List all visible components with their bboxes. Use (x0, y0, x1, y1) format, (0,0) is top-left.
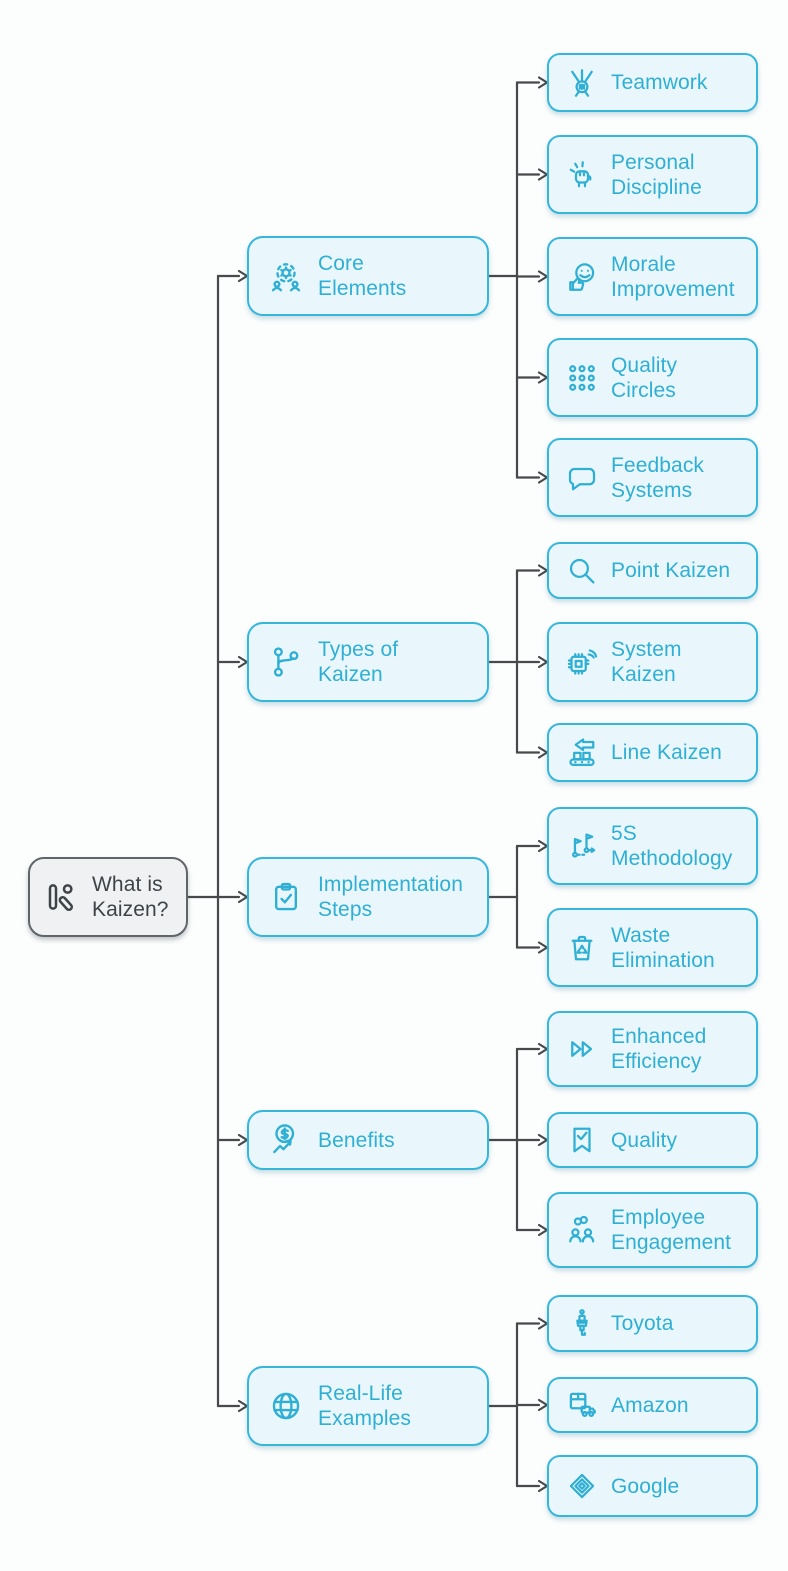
branch-label: Types of Kaizen (318, 638, 399, 686)
child-point-kaizen: Point Kaizen (547, 542, 758, 599)
branch-benefits: Benefits (247, 1110, 489, 1170)
branch-icon (267, 643, 305, 681)
branch-types-of-kaizen: Types of Kaizen (247, 622, 489, 702)
child-employee-engagement: Employee Engagement (547, 1192, 758, 1268)
child-label: Line Kaizen (611, 741, 722, 764)
branch-label: Implementation Steps (318, 873, 463, 921)
child-enhanced-efficiency: Enhanced Efficiency (547, 1011, 758, 1087)
kaizen-figure-icon (43, 877, 83, 917)
child-quality-circles: Quality Circles (547, 338, 758, 417)
branch-label: Benefits (318, 1128, 395, 1152)
child-system-kaizen: System Kaizen (547, 622, 758, 702)
child-teamwork: Teamwork (547, 53, 758, 112)
node-label: What is Kaizen? (92, 873, 169, 921)
package-truck-icon (564, 1387, 600, 1423)
child-morale-improvement: Morale Improvement (547, 237, 758, 316)
team-gear-icon (267, 257, 305, 295)
child-label: Employee Engagement (611, 1206, 732, 1254)
branch-core-elements: Core Elements (247, 236, 489, 316)
nested-diamonds-icon (564, 1468, 600, 1504)
branch-label: Real-Life Examples (318, 1382, 412, 1430)
people-link-icon (564, 1212, 600, 1248)
child-label: Teamwork (611, 71, 708, 94)
child-label: Quality Circles (611, 353, 678, 402)
child-label: Personal Discipline (611, 150, 702, 199)
clipboard-check-icon (267, 878, 305, 916)
child-label: 5S Methodology (611, 822, 733, 870)
bookmark-check-icon (564, 1122, 600, 1158)
child-label: Google (611, 1474, 680, 1498)
chip-signal-icon (564, 644, 600, 680)
child-5s-methodology: 5S Methodology (547, 807, 758, 885)
child-line-kaizen: Line Kaizen (547, 723, 758, 782)
conveyor-arrow-icon (564, 735, 600, 771)
globe-icon (267, 1387, 305, 1425)
fast-forward-icon (564, 1031, 600, 1067)
fist-rays-icon (564, 157, 600, 193)
child-label: System Kaizen (611, 638, 682, 686)
branch-implementation-steps: Implementation Steps (247, 857, 489, 937)
child-label: Feedback Systems (611, 453, 705, 502)
node-root: What is Kaizen? (28, 857, 188, 937)
hands-together-icon (564, 65, 600, 101)
recycle-bin-icon (564, 930, 600, 966)
speech-bubble-icon (564, 460, 600, 496)
child-feedback-systems: Feedback Systems (547, 438, 758, 517)
dots-grid-icon (564, 360, 600, 396)
child-quality: Quality (547, 1112, 758, 1168)
child-label: Quality (611, 1128, 678, 1152)
child-waste-elimination: Waste Elimination (547, 908, 758, 987)
magnifier-icon (564, 553, 600, 589)
child-toyota: Toyota (547, 1295, 758, 1352)
child-amazon: Amazon (547, 1377, 758, 1433)
branch-label: Core Elements (318, 252, 407, 300)
child-label: Morale Improvement (611, 252, 735, 301)
milestone-flags-icon (564, 828, 600, 864)
child-label: Enhanced Efficiency (611, 1025, 707, 1073)
child-google: Google (547, 1455, 758, 1517)
child-label: Amazon (611, 1393, 689, 1417)
branch-real-life-examples: Real-Life Examples (247, 1366, 489, 1446)
child-label: Point Kaizen (611, 559, 731, 582)
dollar-trend-icon (267, 1121, 305, 1159)
child-personal-discipline: Personal Discipline (547, 135, 758, 214)
smiley-thumbs-up-icon (564, 259, 600, 295)
child-label: Toyota (611, 1312, 674, 1335)
spark-plug-icon (564, 1306, 600, 1342)
child-label: Waste Elimination (611, 923, 715, 972)
